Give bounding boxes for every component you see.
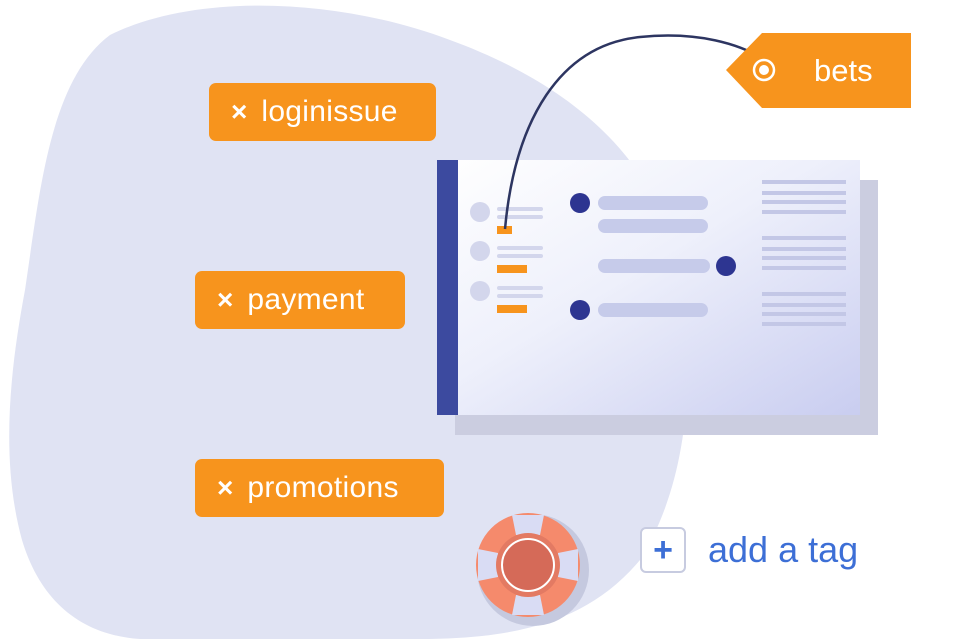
tag-label: bets <box>814 53 873 88</box>
tag-label: payment <box>247 283 365 316</box>
tag-payment[interactable]: × payment <box>195 271 405 329</box>
tag-bets[interactable]: bets <box>726 33 911 108</box>
tag-promotions[interactable]: × promotions <box>195 459 444 517</box>
target-icon <box>752 58 776 82</box>
add-tag-button[interactable]: + add a tag <box>640 527 858 573</box>
plus-icon[interactable]: + <box>640 527 686 573</box>
lifebuoy-icon <box>476 513 589 626</box>
bets-tag-shape <box>726 33 911 108</box>
chat-messages <box>570 193 736 320</box>
ticket-list <box>470 202 543 313</box>
tag-label: promotions <box>247 471 399 504</box>
tag-label: loginissue <box>261 95 398 128</box>
detail-lines <box>762 180 846 326</box>
tag-loginissue[interactable]: × loginissue <box>209 83 436 141</box>
remove-tag-icon[interactable]: × <box>217 472 234 503</box>
remove-tag-icon[interactable]: × <box>231 96 248 127</box>
add-tag-label[interactable]: add a tag <box>708 529 859 570</box>
tag-connector-curve <box>503 34 763 230</box>
ticket-window-sidebar <box>437 160 458 415</box>
remove-tag-icon[interactable]: × <box>217 284 234 315</box>
